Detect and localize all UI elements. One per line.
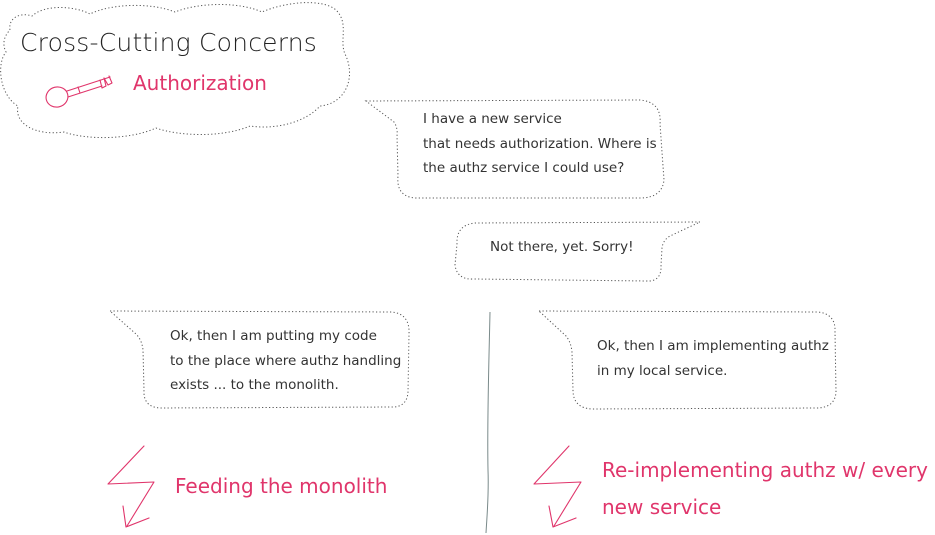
lightning-arrow-icon <box>107 445 155 528</box>
right-option-line: in my local service. <box>597 362 728 379</box>
page-subtitle: Authorization <box>133 71 267 95</box>
question-line: that needs authorization. Where is <box>423 135 657 152</box>
question-line: I have a new service <box>423 111 562 127</box>
right-consequence: Re-implementing authz w/ every new servi… <box>602 452 928 526</box>
left-option-text: Ok, then I am putting my code to the pla… <box>170 324 401 398</box>
question-text: I have a new service that needs authoriz… <box>423 107 657 181</box>
header-cloud <box>0 2 351 139</box>
divider-line <box>485 311 491 534</box>
left-option-line: Ok, then I am putting my code <box>170 328 377 344</box>
answer-text: Not there, yet. Sorry! <box>490 235 634 260</box>
page-title: Cross-Cutting Concerns <box>20 28 318 57</box>
answer-bubble <box>454 221 701 282</box>
key-icon <box>45 75 113 108</box>
right-option-text: Ok, then I am implementing authz in my l… <box>597 334 829 383</box>
left-option-line: exists ... to the monolith. <box>170 377 339 393</box>
left-consequence: Feeding the monolith <box>175 468 387 505</box>
question-bubble <box>364 99 665 199</box>
question-line: the authz service I could use? <box>423 160 625 176</box>
left-consequence-line: Feeding the monolith <box>175 474 388 498</box>
left-option-line: to the place where authz handling <box>170 352 402 369</box>
lightning-arrow-icon <box>533 445 582 528</box>
right-consequence-line: new service <box>602 495 722 519</box>
right-option-line: Ok, then I am implementing authz <box>597 338 829 354</box>
answer-line: Not there, yet. Sorry! <box>490 239 634 255</box>
right-consequence-line: Re-implementing authz w/ every <box>602 458 928 482</box>
